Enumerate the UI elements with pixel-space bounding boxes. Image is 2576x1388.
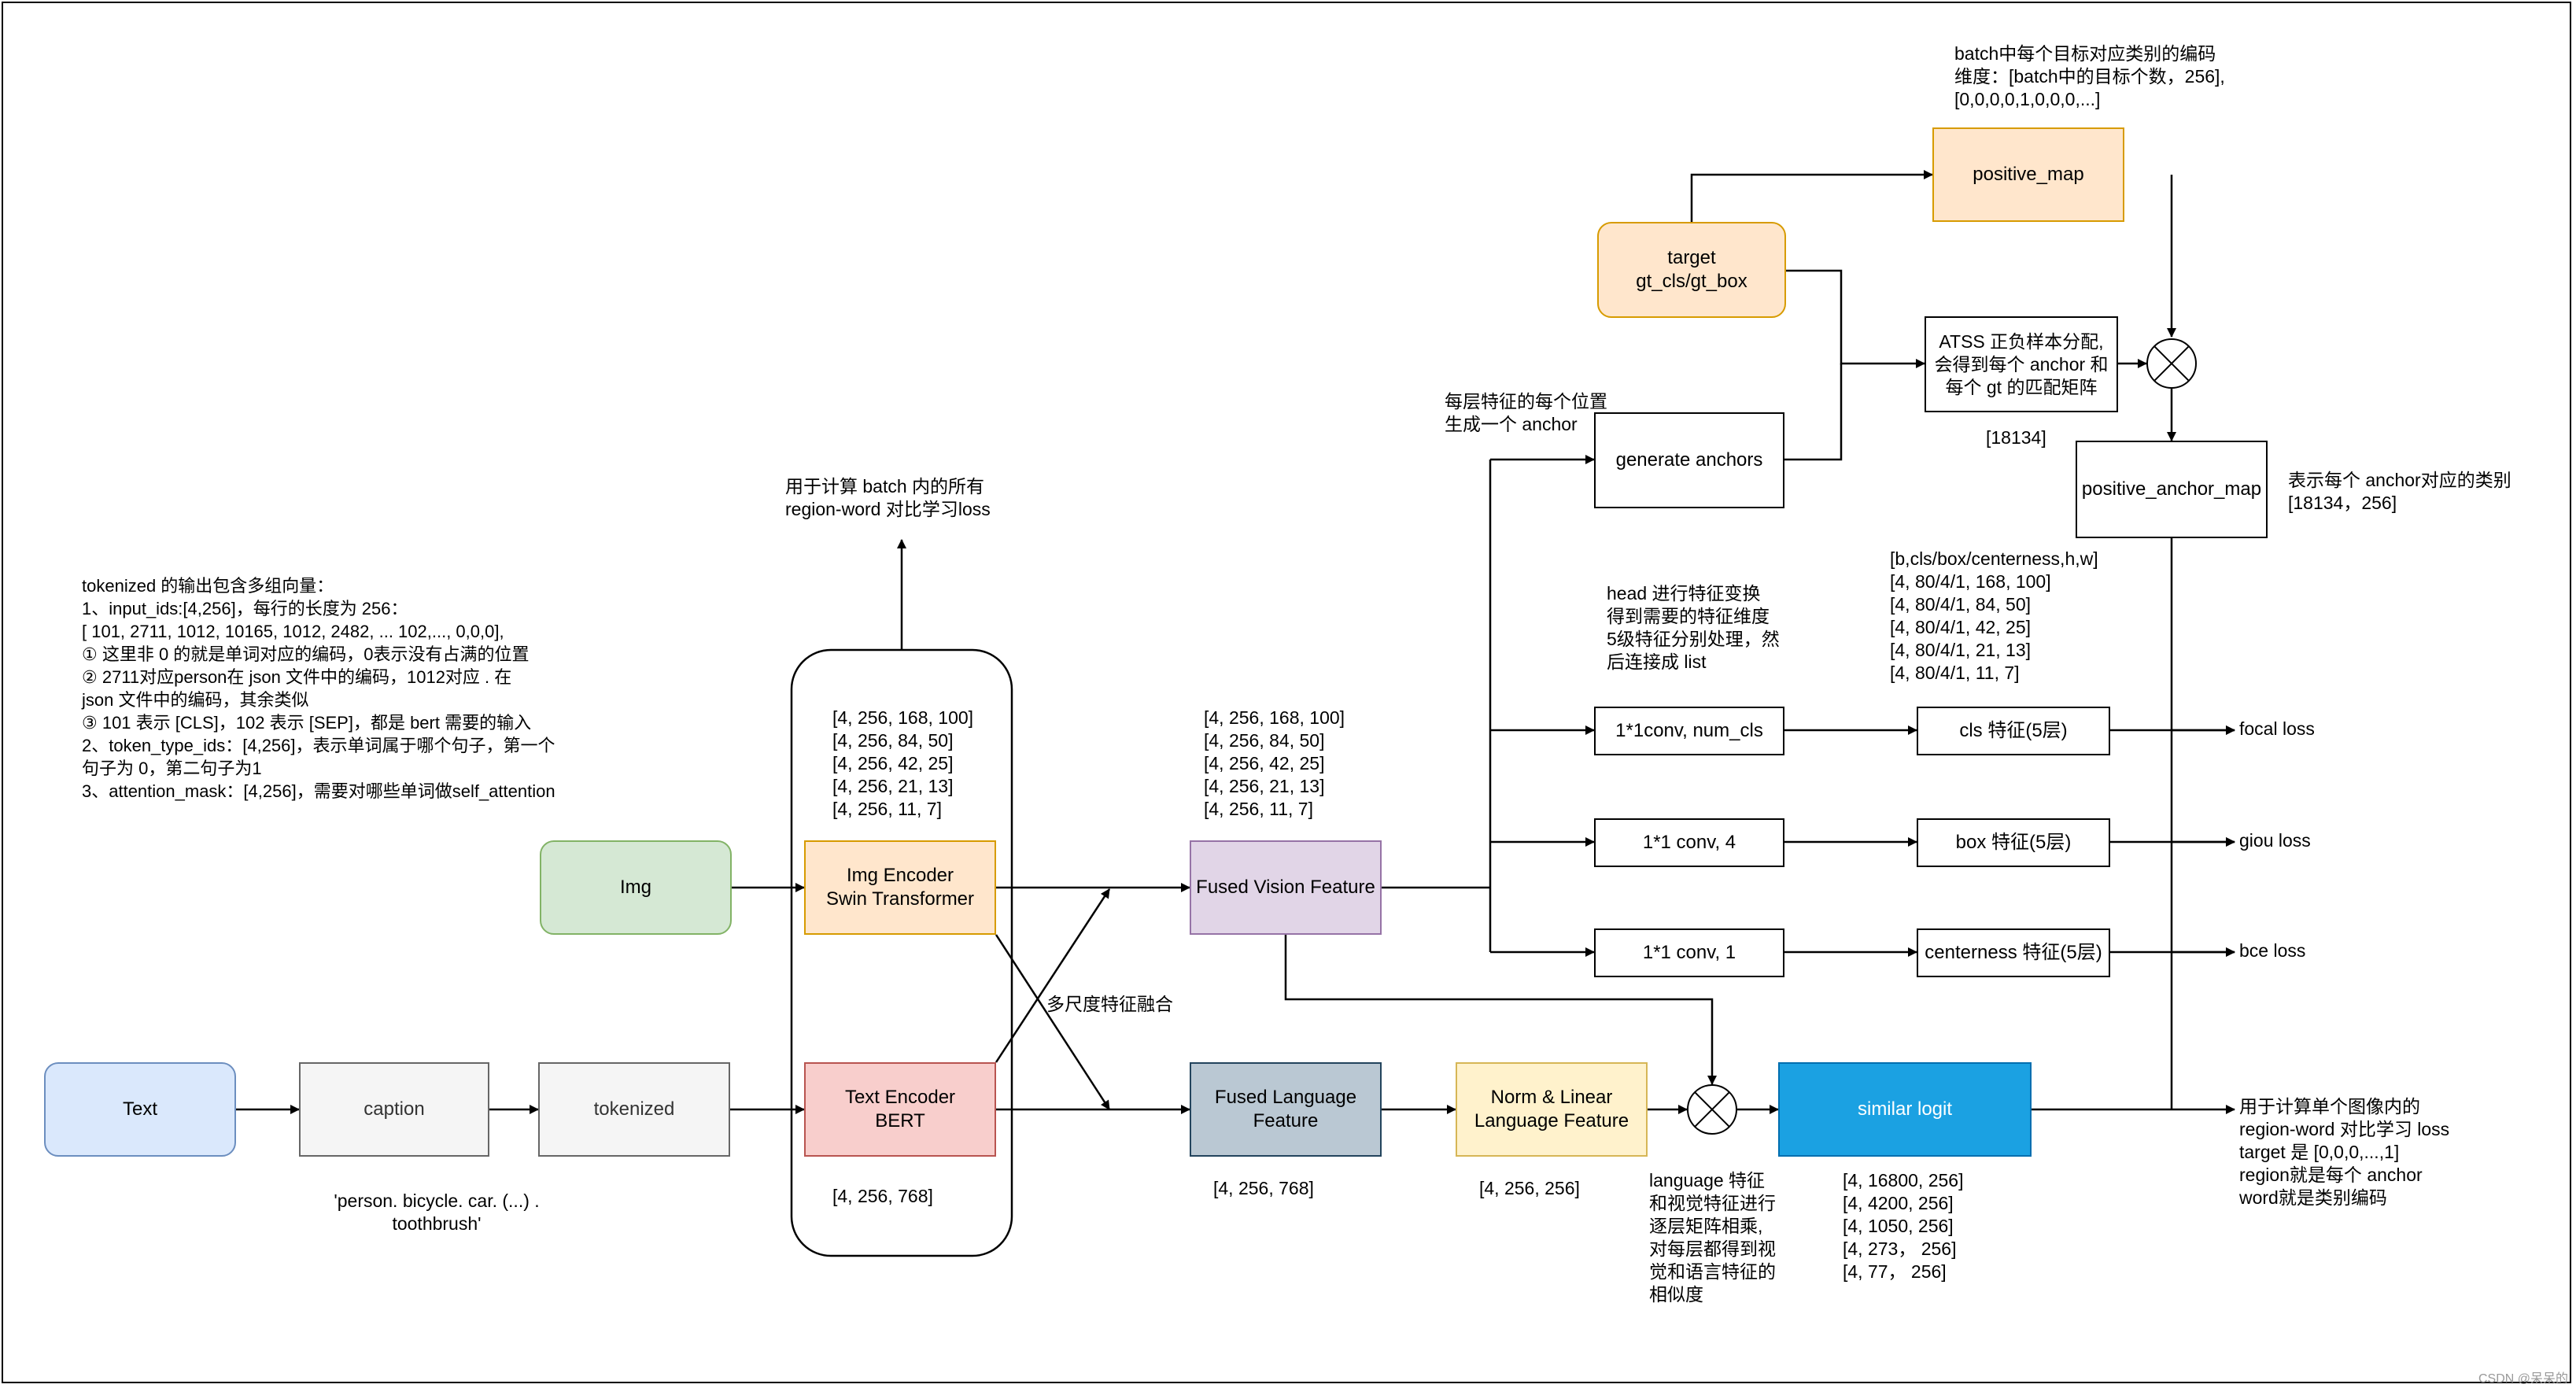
- centerness-feature-node[interactable]: centerness 特征(5层): [1917, 928, 2110, 977]
- cls-feature-node[interactable]: cls 特征(5层): [1917, 707, 2110, 755]
- text-node[interactable]: Text: [44, 1062, 236, 1157]
- positive-anchor-map-note: 表示每个 anchor对应的类别 [18134，256]: [2288, 470, 2511, 513]
- img-encoder-dims: [4, 256, 168, 100] [4, 256, 84, 50] [4, …: [832, 707, 974, 819]
- img-encoder-node[interactable]: Img Encoder Swin Transformer: [804, 840, 996, 935]
- fused-language-feature-node[interactable]: Fused Language Feature: [1190, 1062, 1382, 1157]
- text-encoder-node[interactable]: Text Encoder BERT: [804, 1062, 996, 1157]
- edge-cross-text-to-vision: [995, 888, 1111, 1063]
- language-vision-multiply-icon: [1687, 1084, 1737, 1135]
- head-transform-note: head 进行特征变换 得到需要的特征维度 5级特征分别处理，然 后连接成 li…: [1607, 583, 1780, 672]
- edge-cross-img-to-language: [995, 934, 1111, 1110]
- norm-linear-dim: [4, 256, 256]: [1479, 1178, 1580, 1198]
- fused-vision-dims: [4, 256, 168, 100] [4, 256, 84, 50] [4, …: [1204, 707, 1345, 819]
- head-output-dims: [b,cls/box/centerness,h,w] [4, 80/4/1, 1…: [1890, 548, 2098, 683]
- fused-vision-feature-node[interactable]: Fused Vision Feature: [1190, 840, 1382, 935]
- similar-logit-dims: [4, 16800, 256] [4, 4200, 256] [4, 1050,…: [1843, 1170, 1964, 1282]
- fusion-label: 多尺度特征融合: [1046, 994, 1173, 1014]
- edge-fusedvision-mult: [1284, 935, 1717, 1085]
- fused-language-dim: [4, 256, 768]: [1213, 1178, 1314, 1198]
- language-vision-note: language 特征 和视觉特征进行 逐层矩阵相乘, 对每层都得到视 觉和语言…: [1649, 1170, 1776, 1305]
- positive-map-node[interactable]: positive_map: [1932, 127, 2124, 222]
- atss-assignment-node[interactable]: ATSS 正负样本分配, 会得到每个 anchor 和 每个 gt 的匹配矩阵: [1925, 316, 2118, 412]
- edge-anchors-atss: [1784, 364, 1843, 461]
- img-node[interactable]: Img: [540, 840, 732, 935]
- positive-anchor-map-node[interactable]: positive_anchor_map: [2076, 441, 2268, 538]
- atss-dim: [18134]: [1986, 427, 2046, 448]
- positive-map-multiply-icon: [2146, 338, 2197, 389]
- watermark: CSDN @呆呆的: [2478, 1372, 2569, 1386]
- positive-map-note: batch中每个目标对应类别的编码 维度：[batch中的目标个数，256], …: [1954, 43, 2225, 109]
- anchor-generation-note: 每层特征的每个位置 生成一个 anchor: [1445, 391, 1607, 434]
- giou-loss-label: giou loss: [2239, 830, 2311, 851]
- tokenized-output-note: tokenized 的输出包含多组向量： 1、input_ids:[4,256]…: [82, 576, 555, 801]
- tokenized-node[interactable]: tokenized: [538, 1062, 730, 1157]
- batch-contrast-note: 用于计算 batch 内的所有 region-word 对比学习loss: [785, 476, 991, 519]
- caption-node[interactable]: caption: [299, 1062, 489, 1157]
- edge-target-atss: [1786, 269, 1925, 368]
- target-node[interactable]: target gt_cls/gt_box: [1597, 222, 1786, 318]
- conv-box-node[interactable]: 1*1 conv, 4: [1594, 818, 1784, 867]
- bce-loss-label: bce loss: [2239, 940, 2306, 961]
- focal-loss-label: focal loss: [2239, 718, 2315, 739]
- box-feature-node[interactable]: box 特征(5层): [1917, 818, 2110, 867]
- region-word-loss-note: 用于计算单个图像内的 region-word 对比学习 loss target …: [2239, 1096, 2450, 1208]
- text-encoder-dims: [4, 256, 768]: [832, 1186, 933, 1206]
- caption-example-note: 'person. bicycle. car. (...) . toothbrus…: [334, 1191, 540, 1234]
- generate-anchors-node[interactable]: generate anchors: [1594, 412, 1784, 508]
- edge-target-positivemap: [1690, 170, 1933, 222]
- conv-centerness-node[interactable]: 1*1 conv, 1: [1594, 928, 1784, 977]
- similar-logit-node[interactable]: similar logit: [1778, 1062, 2032, 1157]
- norm-linear-node[interactable]: Norm & Linear Language Feature: [1456, 1062, 1648, 1157]
- conv-cls-node[interactable]: 1*1conv, num_cls: [1594, 707, 1784, 755]
